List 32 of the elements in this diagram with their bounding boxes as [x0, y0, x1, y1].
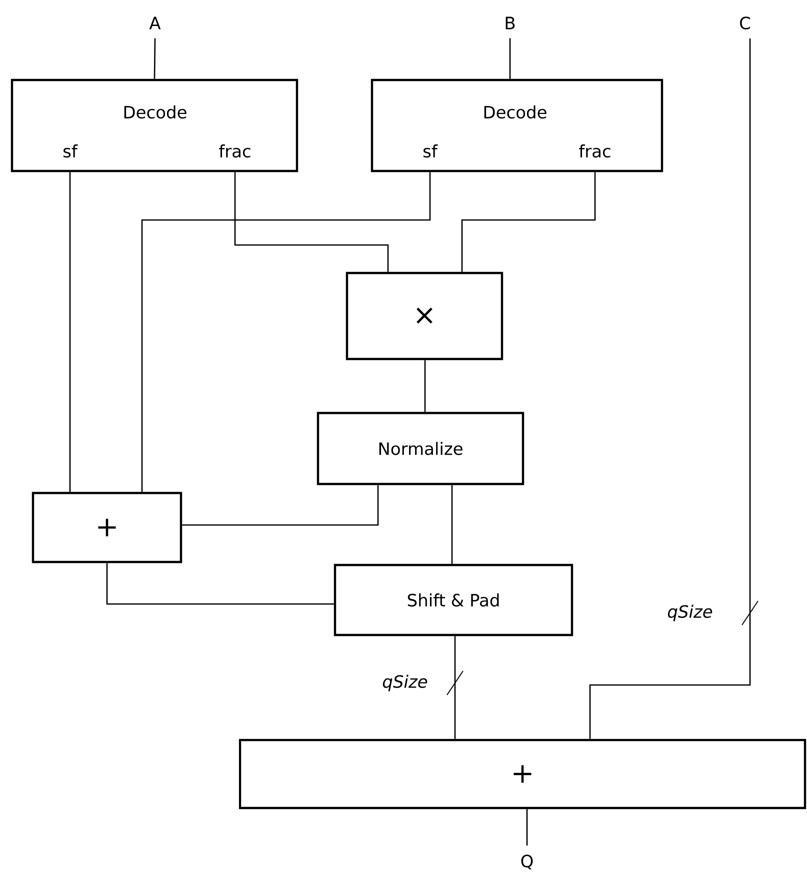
box-title: Decode [124, 105, 186, 119]
box-title: Decode [484, 105, 546, 119]
connector-line [509, 38, 511, 79]
signal-label: B [506, 16, 515, 30]
connector-line [69, 172, 71, 492]
connector-line [424, 360, 426, 412]
adder-box: + [32, 492, 182, 564]
normalize-box: Normalize [316, 412, 524, 486]
multiplier-box: × [346, 272, 504, 360]
connector-line [141, 172, 431, 492]
edge-label: qSize [382, 674, 428, 692]
connector-line [461, 172, 596, 272]
port-label: sf [64, 144, 78, 158]
shift-pad-box: Shift & Pad [334, 564, 574, 636]
connector-line [182, 485, 379, 526]
port-label: frac [579, 144, 610, 158]
signal-label: C [740, 16, 750, 30]
port-label: frac [219, 144, 250, 158]
connector-line [106, 563, 334, 605]
port-label: sf [424, 144, 438, 158]
connector-line [589, 38, 751, 739]
adder-box: + [238, 738, 806, 810]
signal-label: Q [521, 854, 533, 870]
connector-line [234, 172, 389, 272]
signal-label: A [149, 16, 161, 30]
connector-line [454, 636, 456, 739]
connector-line [526, 809, 528, 846]
edge-label: qSize [668, 604, 712, 622]
decode-box [370, 78, 664, 172]
decode-box [10, 78, 298, 172]
connector-line [154, 38, 156, 79]
connector-line [451, 485, 453, 564]
